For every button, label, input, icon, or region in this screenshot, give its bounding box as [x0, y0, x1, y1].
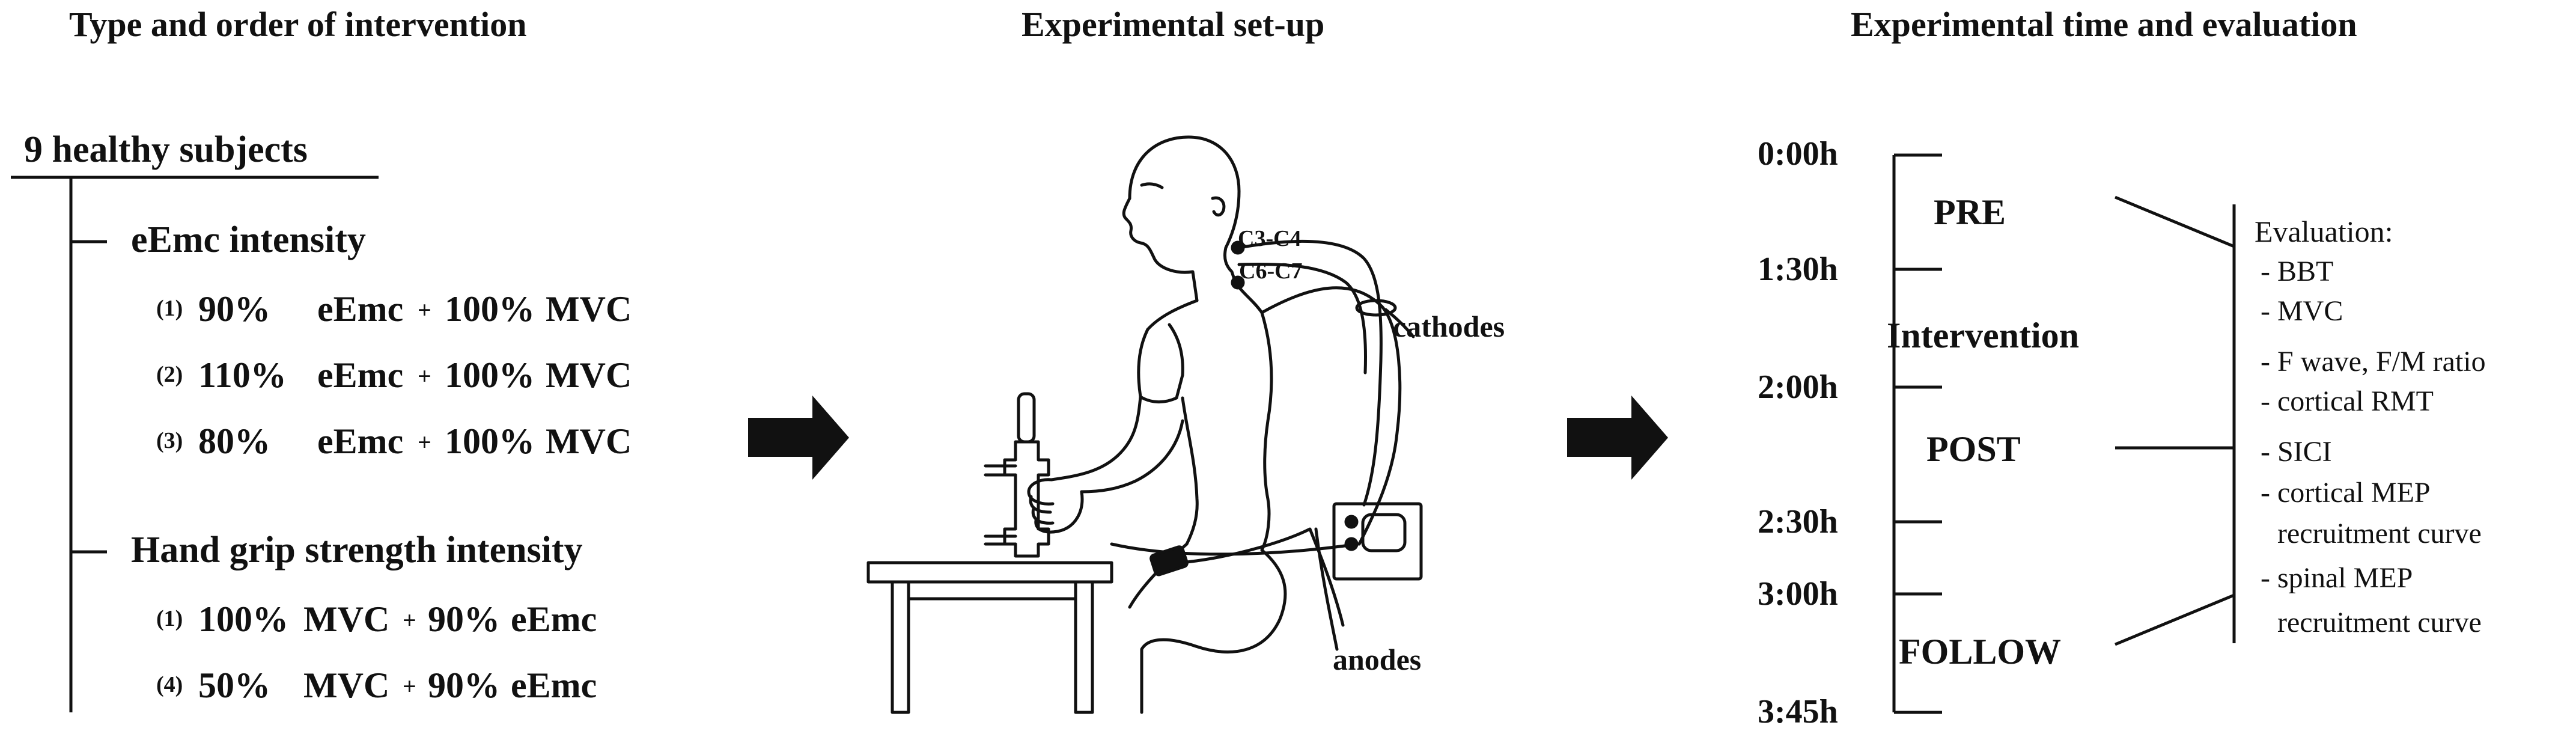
electrode-c6c7 — [1231, 275, 1245, 290]
item-unit: eEmc — [317, 289, 404, 329]
evaluation-item: recruitment curve — [2277, 518, 2482, 549]
item-value: 100% — [445, 289, 535, 329]
time-label: 3:00h — [1758, 575, 1838, 613]
item-value: 90% — [428, 599, 500, 639]
item-unit: MVC — [546, 421, 632, 461]
item-value: 100% — [445, 355, 535, 395]
setup-illustration — [866, 135, 1423, 714]
evaluation-item: - cortical MEP — [2261, 477, 2431, 509]
stimulator-box — [1332, 502, 1423, 581]
phase-post: POST — [1926, 429, 2021, 469]
item-plus: + — [418, 362, 431, 390]
item-number: (2) — [156, 362, 183, 387]
connector-pre — [2115, 195, 2235, 248]
item-value: 90% — [198, 289, 270, 329]
torso — [1260, 311, 1273, 552]
anode-cable — [1185, 527, 1345, 627]
arrow-right-icon — [748, 396, 849, 480]
arrow-right-icon — [1567, 396, 1668, 480]
evaluation-item: - spinal MEP — [2261, 562, 2413, 594]
head — [1128, 135, 1241, 284]
c3c4-label: C3-C4 — [1238, 226, 1302, 251]
item-number: (4) — [156, 672, 183, 697]
electrode-c3c4 — [1231, 240, 1245, 255]
item-unit: MVC — [303, 665, 390, 705]
item-unit: eEmc — [317, 421, 404, 461]
c6c7-label: C6-C7 — [1239, 258, 1303, 284]
middle-panel-header: Experimental set-up — [1022, 5, 1325, 44]
cathodes-label: cathodes — [1393, 310, 1505, 343]
arm — [1050, 395, 1142, 482]
item-value: 100% — [445, 421, 535, 461]
time-label: 0:00h — [1758, 135, 1838, 173]
phase-pre: PRE — [1934, 192, 2006, 232]
evaluation-item: recruitment curve — [2277, 607, 2482, 638]
item-value: 110% — [198, 355, 287, 395]
item-value: 100% — [198, 599, 288, 639]
item-plus: + — [418, 429, 431, 456]
item-unit: eEmc — [511, 599, 597, 639]
left-panel-header: Type and order of intervention — [69, 5, 527, 44]
item-unit: MVC — [303, 599, 390, 639]
item-number: (1) — [156, 296, 183, 321]
section-eemc-title: eEmc intensity — [131, 219, 366, 260]
item-unit: MVC — [546, 355, 632, 395]
phase-intervention: Intervention — [1887, 316, 2079, 355]
anodes-label: anodes — [1333, 643, 1422, 676]
item-plus: + — [403, 673, 416, 700]
cathode-cable — [1237, 239, 1383, 507]
anode-electrode — [1149, 545, 1189, 577]
item-number: (1) — [156, 606, 183, 631]
item-number: (3) — [156, 428, 183, 453]
evaluation-item: - F wave, F/M ratio — [2261, 346, 2486, 378]
phase-follow: FOLLOW — [1899, 632, 2062, 671]
evaluation-item: - SICI — [2261, 436, 2332, 468]
item-unit: MVC — [546, 289, 632, 329]
time-label: 2:00h — [1758, 369, 1838, 406]
evaluation-item: - MVC — [2261, 295, 2343, 327]
time-label: 1:30h — [1758, 251, 1838, 288]
table — [866, 561, 1113, 584]
item-plus: + — [418, 296, 431, 323]
item-value: 50% — [198, 665, 270, 705]
timeline — [1892, 153, 2236, 714]
evaluation-item: - BBT — [2261, 255, 2334, 287]
handgrip-device — [1017, 392, 1036, 444]
connector-follow — [2115, 593, 2235, 646]
item-plus: + — [403, 607, 416, 634]
evaluation-title: Evaluation: — [2255, 215, 2393, 248]
time-label: 2:30h — [1758, 503, 1838, 540]
item-value: 80% — [198, 421, 270, 461]
section-handgrip-title: Hand grip strength intensity — [131, 530, 583, 570]
right-panel-header: Experimental time and evaluation — [1851, 5, 2357, 44]
subjects-label: 9 healthy subjects — [24, 129, 308, 170]
item-value: 90% — [428, 665, 500, 705]
item-unit: eEmc — [317, 355, 404, 395]
hand — [1027, 478, 1084, 534]
evaluation-item: - cortical RMT — [2261, 385, 2434, 417]
time-label: 3:45h — [1758, 693, 1838, 730]
chair — [1260, 286, 1402, 546]
item-unit: eEmc — [511, 665, 597, 705]
